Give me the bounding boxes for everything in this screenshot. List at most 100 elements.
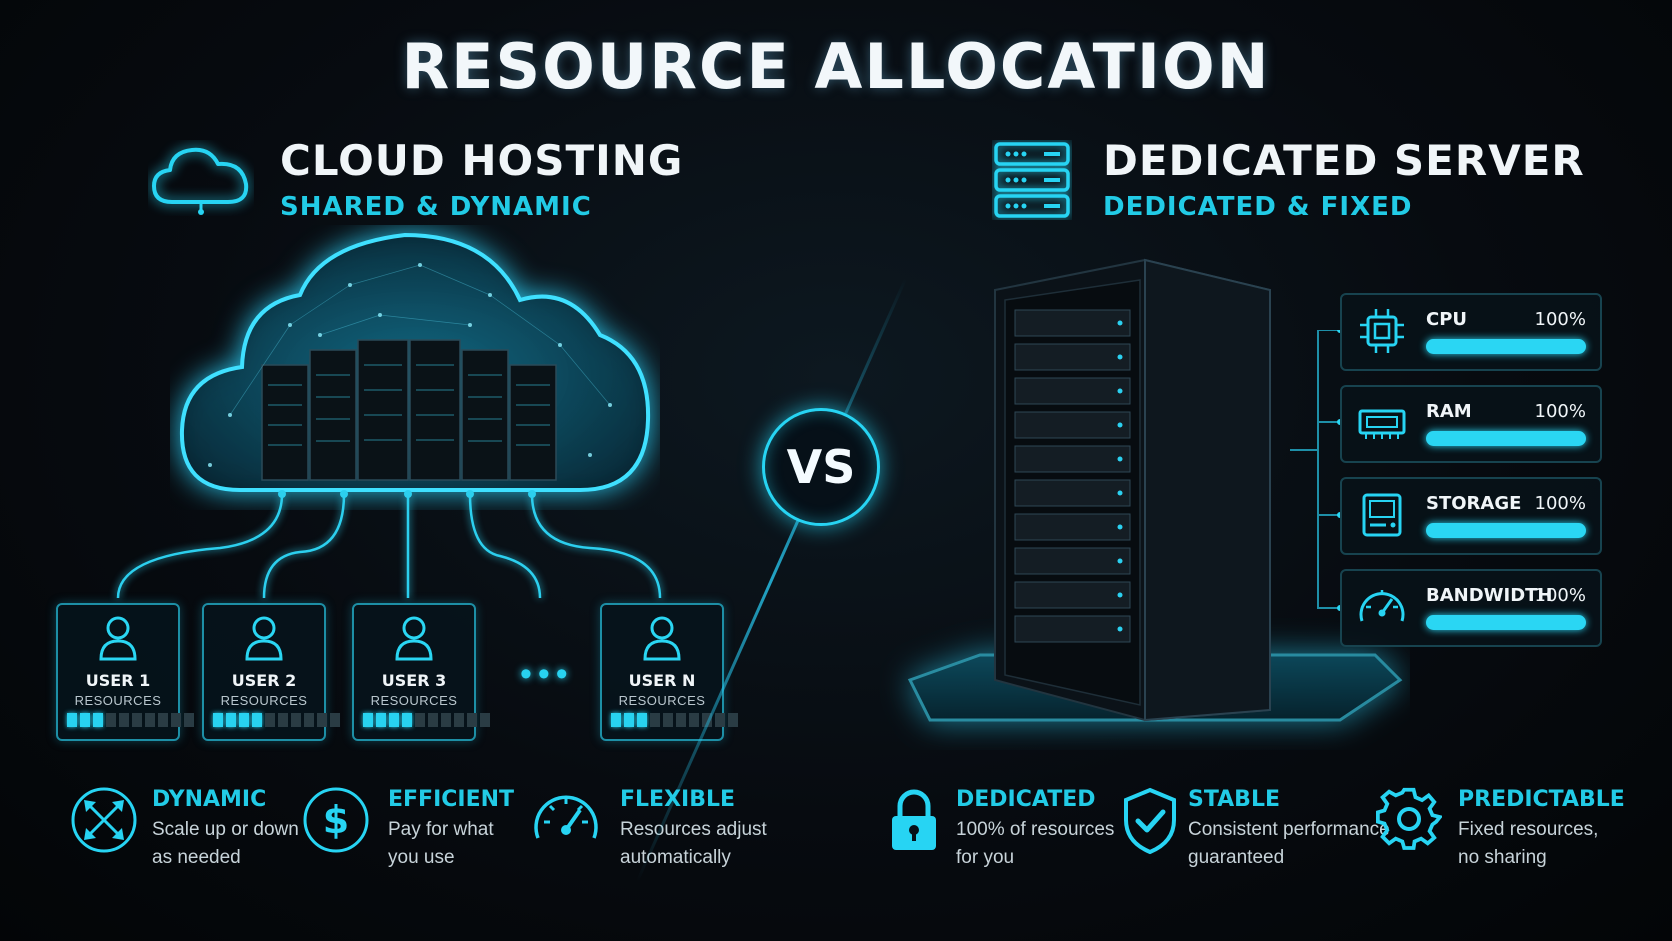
gauge-icon	[534, 795, 598, 839]
meter-segment	[330, 713, 340, 727]
meter-segment	[689, 713, 699, 727]
feature-title: DYNAMIC	[152, 787, 267, 812]
user-card: USER 1 RESOURCES	[56, 603, 194, 741]
cloud-hosting-subtitle: SHARED & DYNAMIC	[280, 192, 592, 222]
feature-title: DEDICATED	[956, 787, 1096, 812]
resource-bar	[1426, 339, 1586, 354]
resource-name: CPU	[1426, 309, 1468, 330]
feature-text: guaranteed	[1188, 847, 1285, 868]
user-resources-label: RESOURCES	[220, 693, 308, 708]
user-icon	[643, 616, 681, 661]
resource-bar	[1426, 523, 1586, 538]
meter-segment	[624, 713, 634, 727]
feature-text: Scale up or down	[152, 819, 299, 840]
user-icon	[99, 616, 137, 661]
resource-bar-fill	[1426, 339, 1586, 354]
more-users-ellipsis: •••	[520, 655, 574, 693]
user-resource-meter	[363, 713, 490, 727]
meter-segment	[467, 713, 477, 727]
ram-icon	[1358, 409, 1406, 439]
meter-segment	[715, 713, 725, 727]
resource-bar-fill	[1426, 431, 1586, 446]
resource-bar-fill	[1426, 523, 1586, 538]
meter-segment	[389, 713, 399, 727]
user-resources-label: RESOURCES	[370, 693, 458, 708]
feature-text: you use	[388, 847, 455, 868]
dedicated-server-title: DEDICATED SERVER	[1103, 136, 1585, 185]
meter-segment	[239, 713, 249, 727]
meter-segment	[158, 713, 168, 727]
feature-text: for you	[956, 847, 1015, 868]
svg-text:$: $	[323, 798, 349, 842]
meter-segment	[428, 713, 438, 727]
meter-segment	[278, 713, 288, 727]
meter-segment	[67, 713, 77, 727]
cloud-outline-icon	[152, 147, 249, 215]
user-card: USER 3 RESOURCES	[352, 603, 490, 741]
meter-segment	[663, 713, 673, 727]
meter-segment	[93, 713, 103, 727]
lock-icon	[892, 789, 936, 850]
meter-segment	[171, 713, 181, 727]
vs-badge: VS	[762, 408, 880, 526]
meter-segment	[226, 713, 236, 727]
resource-percent: 100%	[1534, 401, 1586, 422]
user-resource-meter	[213, 713, 340, 727]
storage-icon	[1362, 493, 1402, 537]
resource-name: STORAGE	[1426, 493, 1522, 514]
server-to-resources-connectors	[1290, 330, 1342, 611]
resource-name: BANDWIDTH	[1426, 585, 1553, 606]
meter-segment	[265, 713, 275, 727]
meter-segment	[650, 713, 660, 727]
user-name: USER N	[628, 671, 696, 690]
meter-segment	[376, 713, 386, 727]
cloud-servers-illustration	[179, 232, 651, 492]
meter-segment	[80, 713, 90, 727]
meter-segment	[480, 713, 490, 727]
feature-title: STABLE	[1188, 787, 1280, 812]
user-name: USER 2	[231, 671, 297, 690]
meter-segment	[415, 713, 425, 727]
server-stack-icon	[994, 142, 1070, 218]
feature-text: Resources adjust	[620, 819, 767, 840]
meter-segment	[252, 713, 262, 727]
meter-segment	[184, 713, 194, 727]
feature-title: PREDICTABLE	[1458, 787, 1625, 812]
server-rack-illustration	[907, 258, 1403, 722]
dollar-icon: $	[303, 787, 369, 853]
meter-segment	[132, 713, 142, 727]
dedicated-server-subtitle: DEDICATED & FIXED	[1103, 192, 1413, 222]
shield-check-icon	[1124, 787, 1176, 855]
meter-segment	[676, 713, 686, 727]
cpu-icon	[1360, 309, 1404, 353]
resource-name: RAM	[1426, 401, 1472, 422]
bandwidth-gauge-icon	[1359, 590, 1405, 622]
meter-segment	[291, 713, 301, 727]
cloud-to-users-connectors	[116, 490, 662, 599]
user-icon	[395, 616, 433, 661]
resource-card-ram: RAM 100%	[1340, 385, 1602, 463]
meter-segment	[119, 713, 129, 727]
meter-segment	[213, 713, 223, 727]
user-name: USER 1	[85, 671, 151, 690]
meter-segment	[454, 713, 464, 727]
resource-card-storage: STORAGE 100%	[1340, 477, 1602, 555]
resource-bar	[1426, 615, 1586, 630]
user-card: USER N RESOURCES	[600, 603, 738, 741]
user-resource-meter	[67, 713, 194, 727]
gear-icon	[1376, 787, 1442, 850]
resource-percent: 100%	[1534, 309, 1586, 330]
meter-segment	[363, 713, 373, 727]
resource-bar	[1426, 431, 1586, 446]
scale-arrows-icon	[71, 787, 137, 853]
meter-segment	[637, 713, 647, 727]
feature-text: Pay for what	[388, 819, 494, 840]
feature-text: Consistent performance	[1188, 819, 1390, 840]
resource-percent: 100%	[1534, 493, 1586, 514]
resource-bar-fill	[1426, 615, 1586, 630]
meter-segment	[106, 713, 116, 727]
user-resource-meter	[611, 713, 738, 727]
feature-text: automatically	[620, 847, 731, 868]
meter-segment	[402, 713, 412, 727]
cloud-hosting-title: CLOUD HOSTING	[280, 136, 684, 185]
